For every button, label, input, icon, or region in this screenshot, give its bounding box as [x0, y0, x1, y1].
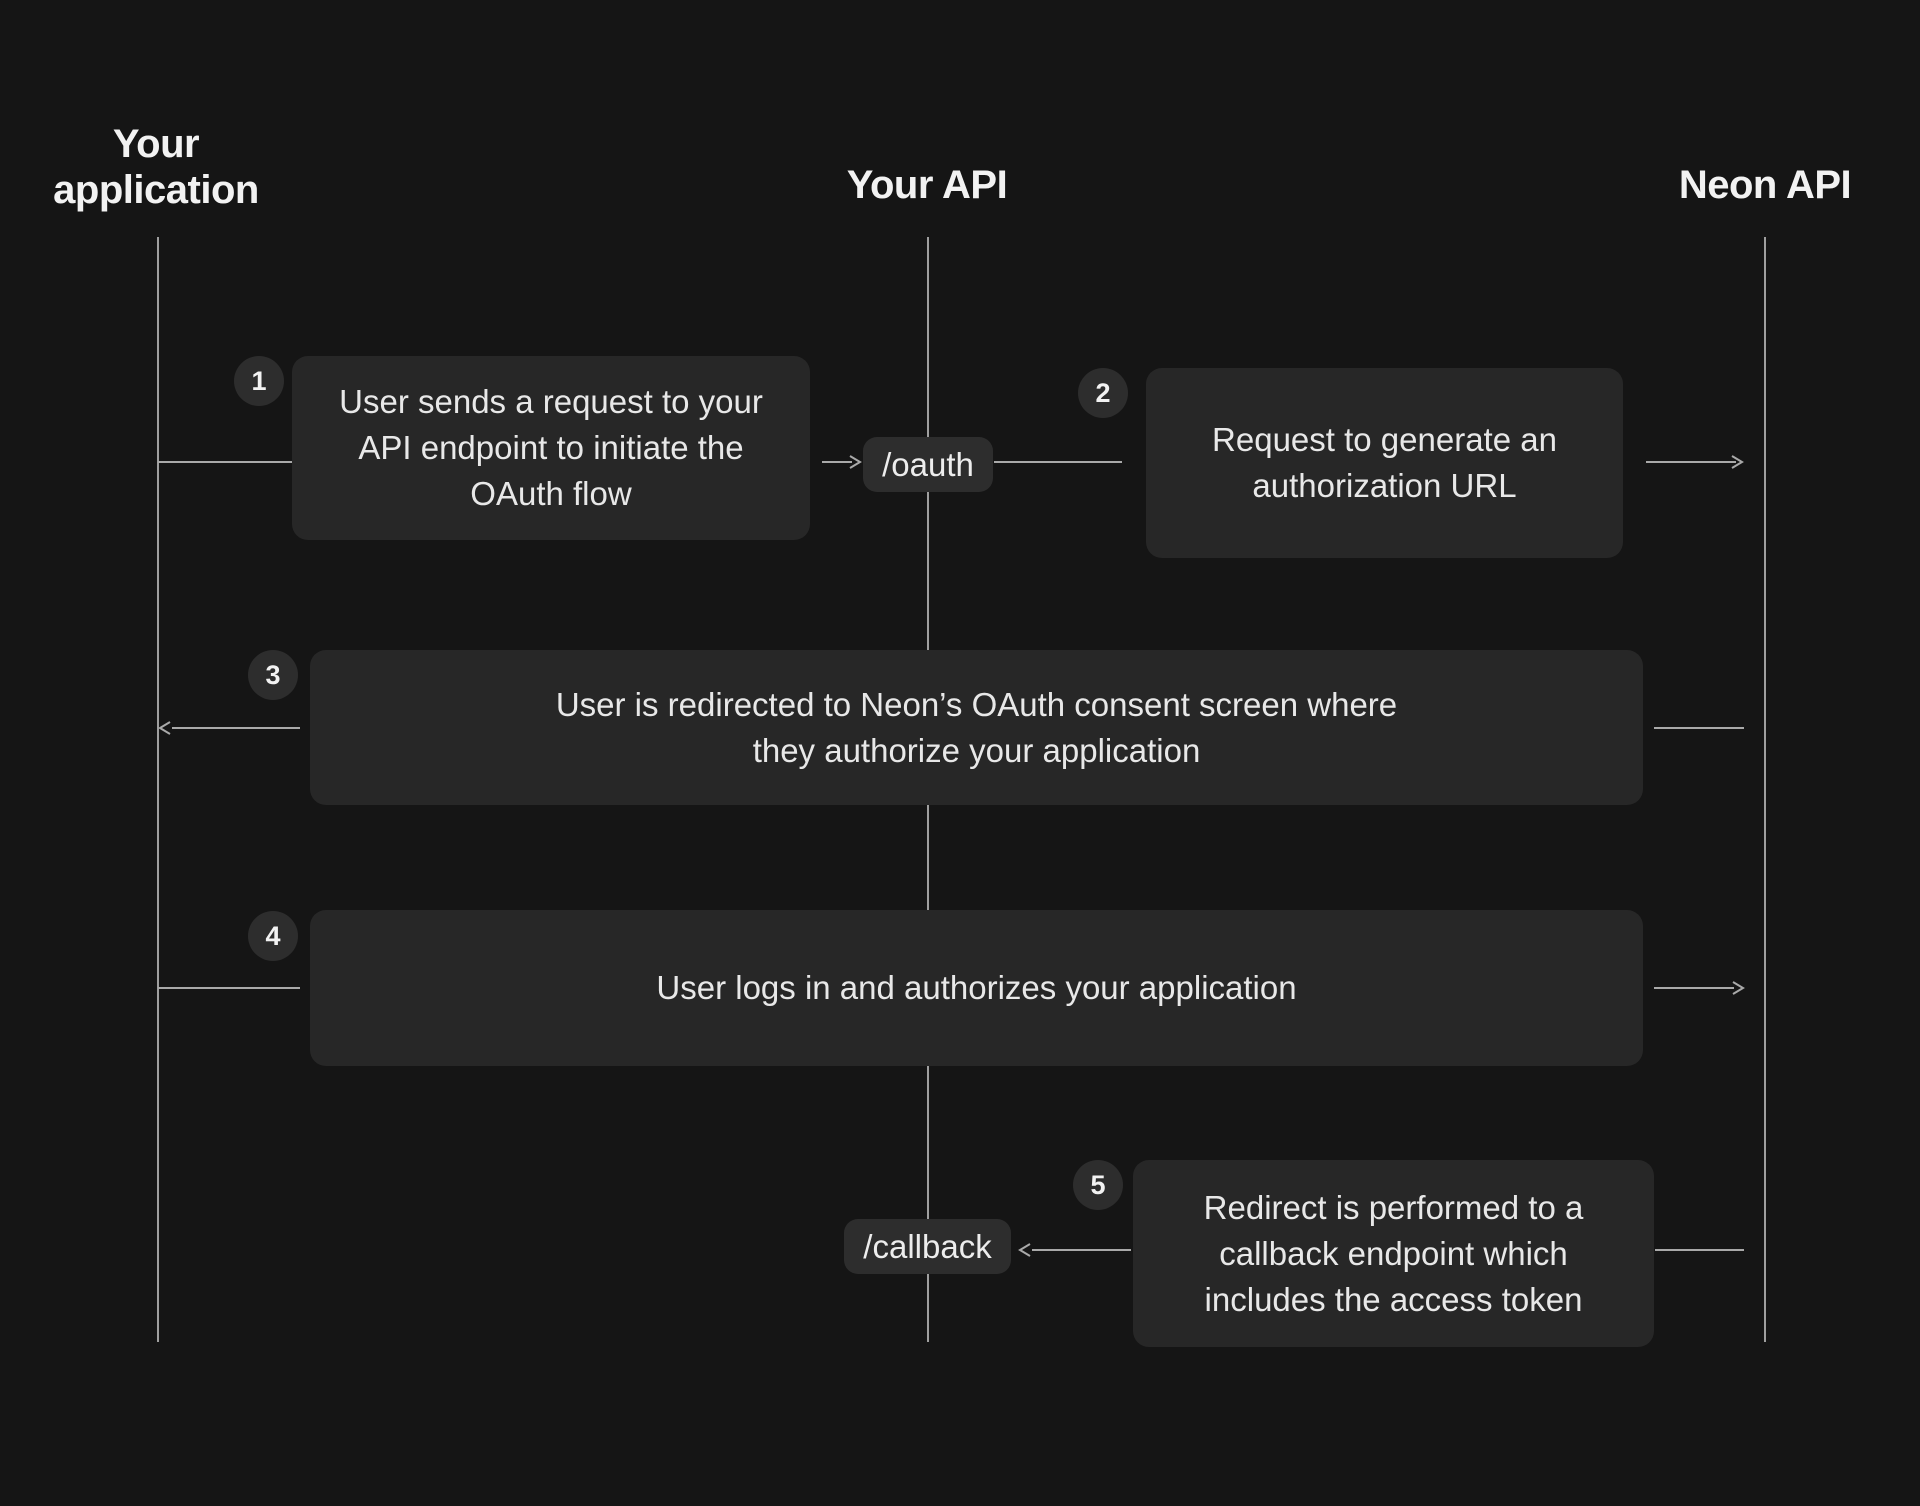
arrow-left-icon [1018, 1243, 1031, 1257]
connector-step3-to-application [172, 727, 300, 729]
step-box-4: User logs in and authorizes your applica… [310, 910, 1643, 1066]
step-box-1: User sends a request to your API endpoin… [292, 356, 810, 540]
connector-step5-to-callback [1032, 1249, 1131, 1251]
step-2-line-1: Request to generate an [1212, 421, 1557, 458]
step-badge-3: 3 [248, 650, 298, 700]
arrow-right-icon [1732, 981, 1745, 995]
connector-neon-to-step5 [1655, 1249, 1744, 1251]
lifeline-your-application [157, 237, 159, 1342]
step-5-line-1: Redirect is performed to a [1203, 1188, 1584, 1226]
step-badge-4: 4 [248, 911, 298, 961]
actor-your-application: Your application [53, 122, 259, 212]
connector-step1-left [158, 461, 292, 463]
arrow-left-icon [158, 721, 171, 735]
endpoint-oauth-label: /oauth [882, 445, 974, 483]
step-badge-5: 5 [1073, 1160, 1123, 1210]
connector-oauth-to-step2 [994, 461, 1122, 463]
step-badge-2: 2 [1078, 368, 1128, 418]
step-5-line-2: callback endpoint which [1219, 1234, 1568, 1272]
step-4-line-1: User logs in and authorizes your applica… [656, 969, 1297, 1006]
connector-neon-to-step3 [1654, 727, 1744, 729]
arrow-right-icon [849, 455, 862, 469]
step-3-line-1: User is redirected to Neon’s OAuth conse… [555, 685, 1398, 723]
step-badge-1: 1 [234, 356, 284, 406]
endpoint-chip-callback: /callback [844, 1219, 1011, 1274]
step-box-5: Redirect is performed to a callback endp… [1133, 1160, 1654, 1347]
connector-step4-to-neon [1654, 987, 1734, 989]
endpoint-chip-oauth: /oauth [863, 437, 993, 492]
connector-step2-to-neon [1646, 461, 1736, 463]
step-2-line-2: authorization URL [1252, 467, 1517, 504]
step-1-line-2: API endpoint to initiate the [358, 429, 744, 466]
step-1-line-1: User sends a request to your [339, 383, 763, 420]
endpoint-callback-label: /callback [863, 1227, 992, 1265]
connector-step1-to-oauth [822, 461, 852, 463]
actor-your-api: Your API [846, 163, 1008, 207]
lifeline-neon-api [1764, 237, 1766, 1342]
arrow-right-icon [1731, 455, 1744, 469]
actor-neon-api: Neon API [1678, 163, 1852, 207]
step-1-line-3: OAuth flow [470, 475, 632, 512]
step-3-line-2: they authorize your application [752, 731, 1201, 769]
connector-application-to-step4 [158, 987, 300, 989]
step-box-2: Request to generate an authorization URL [1146, 368, 1623, 558]
step-5-line-3: includes the access token [1204, 1280, 1583, 1318]
step-box-3: User is redirected to Neon’s OAuth conse… [310, 650, 1643, 805]
